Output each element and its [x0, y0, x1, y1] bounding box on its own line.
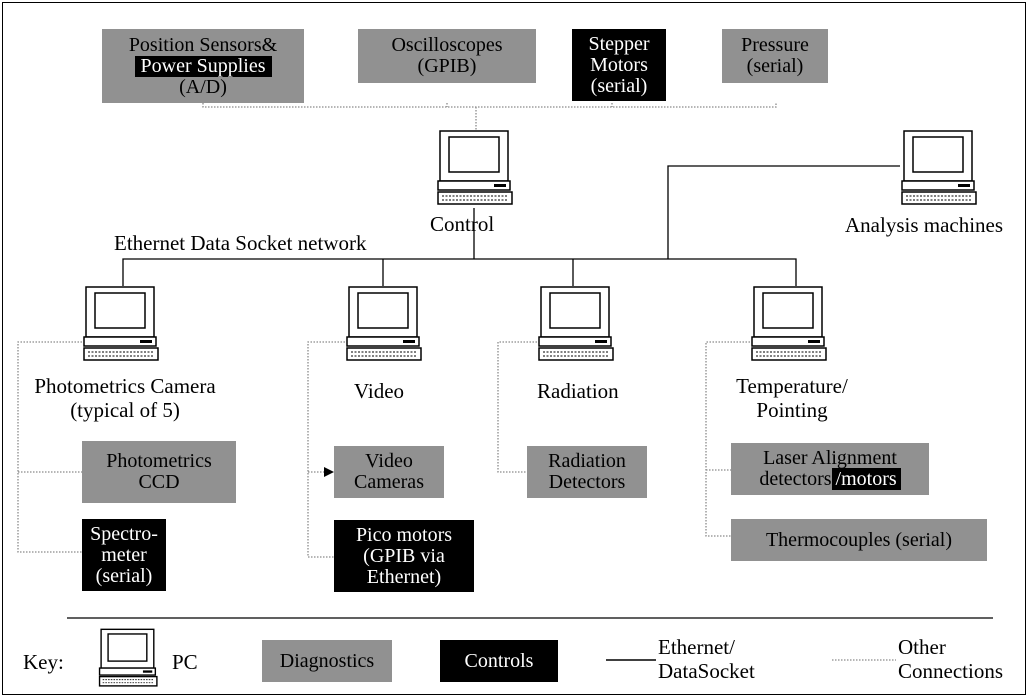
radiation-pc-icon: [538, 286, 614, 361]
laser-motors-text: /motors: [831, 468, 901, 490]
temperature-label-line1: Temperature/: [736, 374, 848, 398]
key-ethernet-label-line1: Ethernet/: [658, 635, 735, 659]
other-connections-nodes: [17, 341, 750, 558]
key-other-label-line1: Other: [898, 635, 946, 659]
key-controls-box: Controls: [440, 640, 558, 682]
radiation-detectors-box: Radiation Detectors: [527, 446, 647, 498]
radiation-label: Radiation: [537, 379, 619, 403]
key-title: Key:: [23, 650, 64, 674]
network-label: Ethernet Data Socket network: [114, 231, 367, 255]
video-pc-icon: [346, 286, 422, 361]
video-arrow-head: [324, 467, 334, 477]
spectrometer-box: Spectro- meter (serial): [82, 519, 166, 591]
thermocouples-box: Thermocouples (serial): [731, 519, 987, 561]
key-other-label: Other Connections: [898, 635, 1003, 683]
control-label: Control: [430, 212, 495, 236]
ethernet-lines: [122, 165, 900, 286]
analysis-label: Analysis machines: [845, 213, 1004, 237]
temperature-pc-icon: [751, 286, 827, 361]
position-sensors-box: Position Sensors& Power Supplies (A/D): [102, 29, 304, 103]
laser-detectors-text: detectors: [759, 468, 832, 490]
video-label: Video: [354, 379, 405, 403]
analysis-pc-icon: [901, 130, 977, 205]
photometrics-ccd-box: Photometrics CCD: [82, 441, 236, 503]
temperature-label: Temperature/ Pointing: [728, 374, 856, 422]
key-ethernet-label-line2: DataSocket: [658, 659, 755, 683]
photometrics-label-line2: (typical of 5): [70, 398, 180, 422]
key-pc-icon: [98, 628, 158, 687]
pico-motors-box: Pico motors (GPIB via Ethernet): [334, 520, 474, 592]
video-cameras-box: Video Cameras: [334, 446, 444, 498]
key-diagnostics-box: Diagnostics: [262, 640, 392, 682]
key-other-label-line2: Connections: [898, 659, 1003, 683]
photometrics-pc-icon: [83, 286, 159, 361]
other-connections-top: [202, 103, 777, 130]
photometrics-label-line1: Photometrics Camera: [34, 374, 216, 398]
key-pc-label: PC: [172, 650, 198, 674]
control-pc-icon: [437, 130, 513, 205]
laser-alignment-box: Laser Alignment detectors/motors: [731, 443, 929, 495]
key-ethernet-label: Ethernet/ DataSocket: [658, 635, 755, 683]
temperature-label-line2: Pointing: [756, 398, 828, 422]
oscilloscopes-box: Oscilloscopes (GPIB): [358, 29, 536, 83]
stepper-motors-box: Stepper Motors (serial): [572, 29, 666, 101]
pressure-box: Pressure (serial): [722, 29, 828, 83]
photometrics-label: Photometrics Camera (typical of 5): [30, 374, 220, 422]
